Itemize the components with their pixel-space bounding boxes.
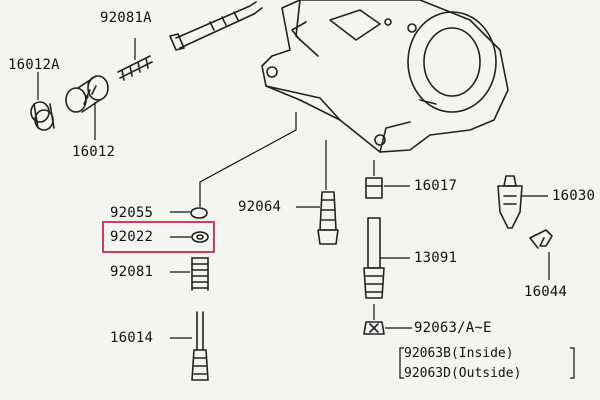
label-16012: 16012: [72, 144, 116, 160]
label-92022: 92022: [110, 229, 154, 245]
washer-92022-drawing: [191, 231, 209, 243]
oring-92063-drawing: [363, 321, 385, 335]
sub-part-inside: 92063B(Inside): [404, 346, 514, 361]
jet-92064-drawing: [317, 191, 339, 245]
carburetor-body-drawing: [261, 0, 509, 153]
label-16012A: 16012A: [8, 57, 60, 73]
jet-16017-drawing: [365, 177, 383, 199]
oring-92055-drawing: [190, 207, 208, 219]
highlight-box: [102, 221, 215, 253]
spring-92081-drawing: [191, 257, 209, 291]
label-92063-A-E: 92063/A~E: [414, 320, 492, 336]
label-16017: 16017: [414, 178, 458, 194]
label-13091: 13091: [414, 250, 458, 266]
label-16044: 16044: [524, 284, 568, 300]
label-16030: 16030: [552, 188, 596, 204]
sub-part-outside: 92063D(Outside): [404, 366, 522, 381]
needle-jet-13091-drawing: [363, 217, 385, 299]
label-16014: 16014: [110, 330, 154, 346]
label-92081A: 92081A: [100, 10, 152, 26]
clip-16044-drawing: [529, 229, 553, 249]
washer-16012A-drawing: [30, 101, 55, 131]
leader-lines: [37, 38, 550, 339]
screw-16014-drawing: [191, 311, 209, 381]
label-92064: 92064: [238, 199, 282, 215]
spring-92081A-drawing: [117, 55, 153, 81]
label-92055: 92055: [110, 205, 154, 221]
cap-16012-drawing: [65, 75, 109, 113]
float-valve-16030-drawing: [497, 175, 523, 229]
sub-parts-bracket: [399, 347, 575, 379]
pilot-screw-top-drawing: [169, 1, 263, 51]
sub-parts-list: 92063B(Inside) 92063D(Outside): [404, 344, 521, 384]
label-92081: 92081: [110, 264, 154, 280]
